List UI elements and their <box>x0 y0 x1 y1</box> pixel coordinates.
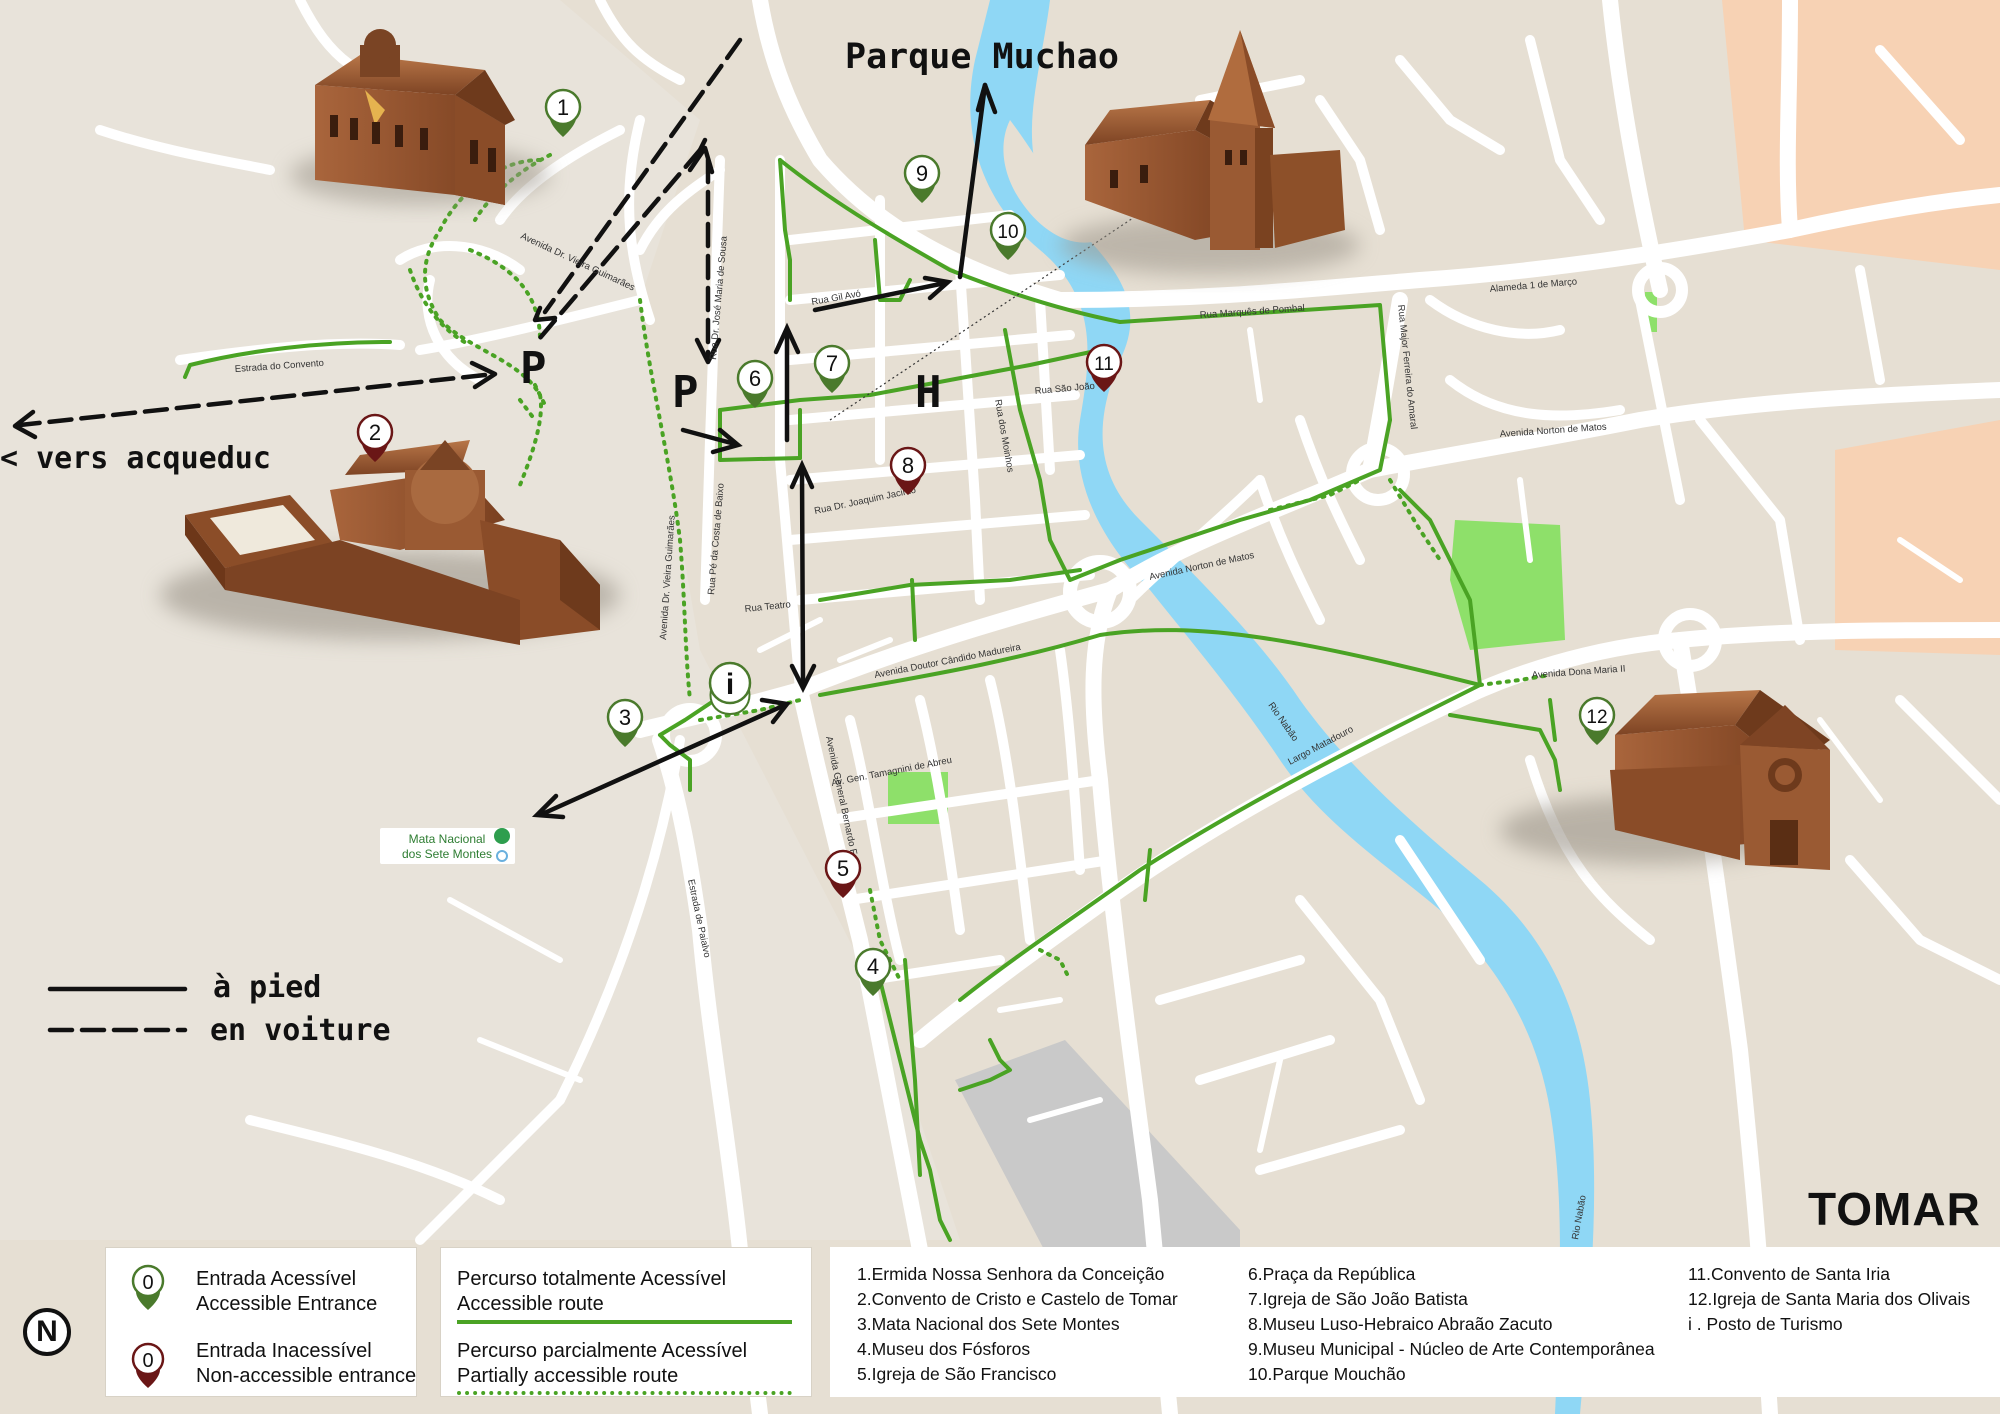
marker-number: 8 <box>902 453 914 478</box>
poi-marker-7[interactable]: 7 <box>813 344 851 393</box>
place-list-item: 4.Museu dos Fósforos <box>857 1339 1031 1359</box>
building-convento-cristo <box>160 440 620 645</box>
park-label: Parque Muchao <box>845 37 1119 77</box>
legend-entrances: 0 0 Entrada Acessível Accessible Entranc… <box>105 1247 417 1397</box>
roundabout-4 <box>1632 262 1688 318</box>
street-label: Rua São João <box>1034 381 1095 397</box>
marker-number: 6 <box>749 366 761 391</box>
place-list-item: 8.Museu Luso-Hebraico Abraão Zacuto <box>1248 1314 1553 1334</box>
marker-number: 9 <box>916 161 928 186</box>
place-list-item: 1.Ermida Nossa Senhora da Conceição <box>857 1264 1165 1284</box>
marker-number: 12 <box>1586 707 1607 728</box>
building-sao-joao-batista <box>1060 30 1360 275</box>
accessible-routes <box>183 158 1562 1242</box>
place-list-item: 10.Parque Mouchão <box>1248 1364 1406 1384</box>
roundabout-2 <box>1346 442 1410 506</box>
mouchao-island <box>1003 120 1100 243</box>
river-nabao <box>970 0 1595 1414</box>
walk-label: à pied <box>213 970 321 1005</box>
walking-arrows <box>47 82 998 992</box>
map-title: TOMAR <box>1808 1183 1981 1235</box>
building-ermida <box>290 29 550 205</box>
places-column-3: 11.Convento de Santa Iria 12.Igreja de Sa… <box>1688 1262 1970 1337</box>
roundabout-3 <box>1658 608 1722 672</box>
legend-route-full-en: Accessible route <box>457 1293 604 1315</box>
aqueduct-label: < vers acqueduc <box>0 441 271 476</box>
street-label: Rua Teatro <box>744 599 791 615</box>
legend-marker-icons: 0 0 <box>131 1264 165 1388</box>
station-area <box>955 1040 1240 1280</box>
marker-number: 2 <box>369 420 381 445</box>
places-column-2: 6.Praça da República 7.Igreja de São João… <box>1248 1262 1655 1387</box>
park-green-1 <box>1450 520 1565 650</box>
urban-zone-east-2 <box>1835 420 2000 655</box>
place-list-item: 7.Igreja de São João Batista <box>1248 1289 1468 1309</box>
poi-marker-5[interactable]: 5 <box>824 849 862 898</box>
legend-solid-line <box>457 1320 792 1324</box>
poi-marker-2[interactable]: 2 <box>356 413 394 462</box>
north-arrow-icon: N <box>23 1308 71 1356</box>
mata-nacional-callout[interactable]: Mata Nacional dos Sete Montes <box>380 828 515 864</box>
mata-label-1: Mata Nacional <box>409 832 486 846</box>
info-letter: i <box>726 668 734 701</box>
building-santa-maria-olivais <box>1500 690 1830 870</box>
mata-label-2: dos Sete Montes <box>402 847 492 861</box>
marker-number: 4 <box>867 954 879 979</box>
arrow-heads <box>12 145 722 440</box>
tree-icon <box>494 828 510 844</box>
place-list-item: 3.Mata Nacional dos Sete Montes <box>857 1314 1120 1334</box>
parking-letter-1: P <box>520 343 547 394</box>
partial-routes <box>408 153 1552 982</box>
legend-routes: Percurso totalmente Acessível Accessible… <box>440 1247 812 1397</box>
poi-marker-1[interactable]: 1 <box>544 88 582 137</box>
legend-route-full-pt: Percurso totalmente Acessível <box>457 1268 727 1290</box>
place-list-item: 6.Praça da República <box>1248 1264 1416 1284</box>
poi-marker-8[interactable]: 8 <box>889 446 927 495</box>
roundabout-1 <box>1063 555 1137 629</box>
poi-marker-12[interactable]: 12 <box>1578 696 1616 745</box>
place-list-item: 12.Igreja de Santa Maria dos Olivais <box>1688 1289 1971 1309</box>
legend-marker-sample-green: 0 <box>142 1272 153 1294</box>
marker-number: 7 <box>826 351 838 376</box>
legend-route-partial-pt: Percurso parcialmente Acessível <box>457 1340 748 1362</box>
legend-inaccessible-en: Non-accessible entrance <box>196 1365 417 1387</box>
legend-dotted-line <box>457 1391 792 1395</box>
poi-marker-11[interactable]: 11 <box>1085 343 1123 392</box>
hospital-letter: H <box>915 367 942 418</box>
info-marker[interactable]: i <box>708 661 752 716</box>
place-list-item: 2.Convento de Cristo e Castelo de Tomar <box>857 1289 1178 1309</box>
poi-marker-3[interactable]: 3 <box>606 698 644 747</box>
legend-accessible-en: Accessible Entrance <box>196 1293 378 1315</box>
legend-marker-sample-red: 0 <box>142 1350 153 1372</box>
place-list-item: 5.Igreja de São Francisco <box>857 1364 1057 1384</box>
legend-places: 1.Ermida Nossa Senhora da Conceição 2.Con… <box>830 1247 2000 1397</box>
poi-marker-6[interactable]: 6 <box>736 359 774 408</box>
pin-icon <box>496 850 508 862</box>
marker-number: 11 <box>1094 354 1114 375</box>
drive-label: en voiture <box>210 1013 391 1048</box>
driving-arrows <box>17 37 743 1033</box>
poi-marker-4[interactable]: 4 <box>854 947 892 996</box>
place-list-item: 11.Convento de Santa Iria <box>1688 1264 1891 1284</box>
legend-route-partial-en: Partially accessible route <box>457 1365 679 1387</box>
places-column-1: 1.Ermida Nossa Senhora da Conceição 2.Con… <box>857 1262 1178 1387</box>
place-list-item: 9.Museu Municipal - Núcleo de Arte Conte… <box>1248 1339 1655 1359</box>
poi-marker-9[interactable]: 9 <box>903 154 941 203</box>
place-list-item: i . Posto de Turismo <box>1688 1314 1843 1334</box>
marker-number: 5 <box>837 856 849 881</box>
marker-number: 10 <box>997 222 1018 243</box>
north-letter: N <box>36 1315 58 1348</box>
poi-marker-10[interactable]: 10 <box>989 211 1027 260</box>
marker-number: 3 <box>619 705 631 730</box>
marker-number: 1 <box>557 95 569 120</box>
parking-letter-2: P <box>672 367 699 418</box>
legend-accessible-pt: Entrada Acessível <box>196 1268 357 1290</box>
legend-inaccessible-pt: Entrada Inacessível <box>196 1340 372 1362</box>
